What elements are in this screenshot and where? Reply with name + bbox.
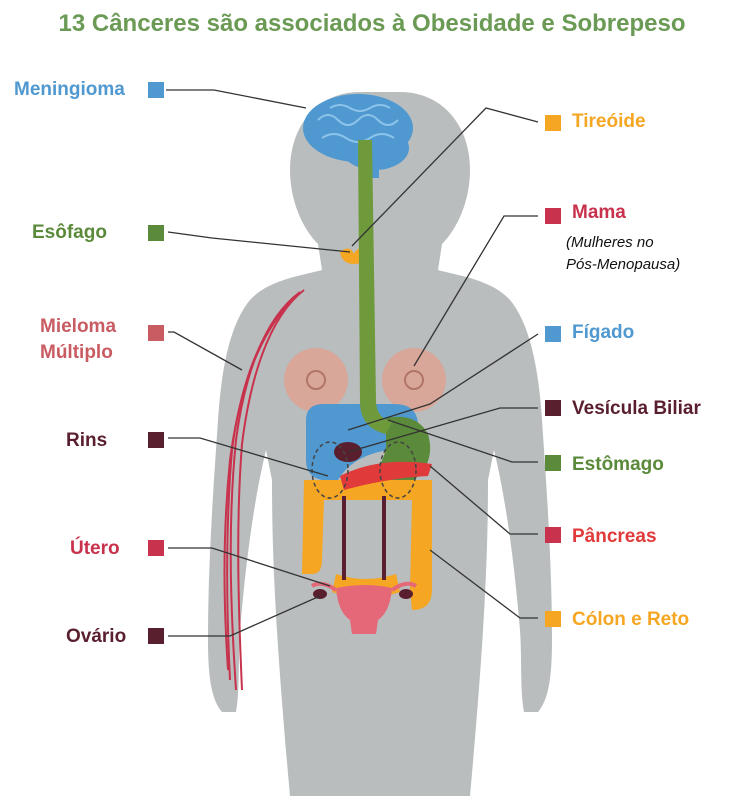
label-rins: Rins: [66, 430, 107, 452]
label-mieloma-line1: Mieloma: [40, 316, 116, 338]
label-mama-note-line2: Pós-Menopausa): [566, 256, 680, 273]
label-tireoide: Tireóide: [572, 111, 646, 133]
legend-square-rins: [148, 432, 164, 448]
legend-square-colon: [545, 611, 561, 627]
label-utero: Útero: [70, 538, 120, 560]
legend-square-mieloma: [148, 325, 164, 341]
legend-square-tireoide: [545, 115, 561, 131]
legend-square-vesicula: [545, 400, 561, 416]
label-meningioma: Meningioma: [14, 79, 125, 101]
label-pancreas: Pâncreas: [572, 526, 657, 548]
legend-square-mama: [545, 208, 561, 224]
legend-square-utero: [148, 540, 164, 556]
legend-square-meningioma: [148, 82, 164, 98]
label-figado: Fígado: [572, 322, 634, 344]
legend-square-ovario: [148, 628, 164, 644]
label-mama-note-line1: (Mulheres no: [566, 234, 654, 251]
legend-square-pancreas: [545, 527, 561, 543]
label-mieloma-line2: Múltiplo: [40, 342, 113, 364]
legend-square-estomago: [545, 455, 561, 471]
legend-square-figado: [545, 326, 561, 342]
label-mama: Mama: [572, 202, 626, 224]
legend-square-esofago: [148, 225, 164, 241]
label-vesicula: Vesícula Biliar: [572, 398, 701, 420]
page-title: 13 Cânceres são associados à Obesidade e…: [0, 10, 744, 38]
label-esofago: Esôfago: [32, 222, 107, 244]
label-estomago: Estômago: [572, 454, 664, 476]
label-ovario: Ovário: [66, 626, 126, 648]
label-colon: Cólon e Reto: [572, 609, 689, 631]
